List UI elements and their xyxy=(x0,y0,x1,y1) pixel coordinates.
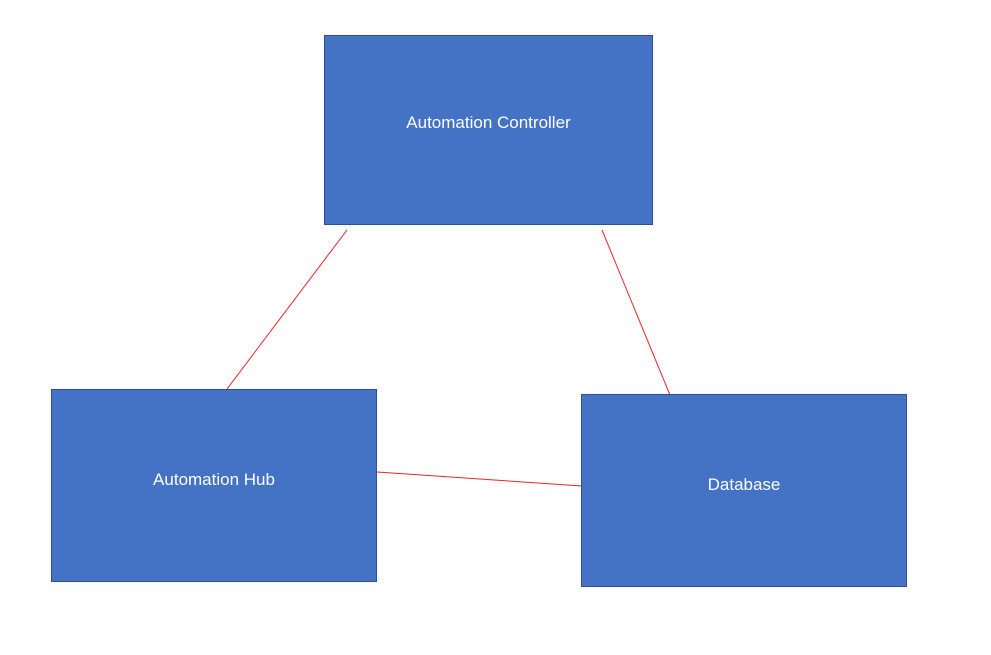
node-automation-hub[interactable]: Automation Hub xyxy=(51,389,377,582)
connector-controller-database[interactable] xyxy=(601,229,671,396)
node-database[interactable]: Database xyxy=(581,394,907,587)
node-label-database: Database xyxy=(707,474,781,494)
connector-hub-database[interactable] xyxy=(376,471,583,487)
connector-controller-hub[interactable] xyxy=(226,229,348,390)
node-label-automation-controller: Automation Controller xyxy=(406,113,571,132)
node-label-automation-hub: Automation Hub xyxy=(153,469,275,489)
node-automation-controller[interactable]: Automation Controller xyxy=(324,35,653,225)
